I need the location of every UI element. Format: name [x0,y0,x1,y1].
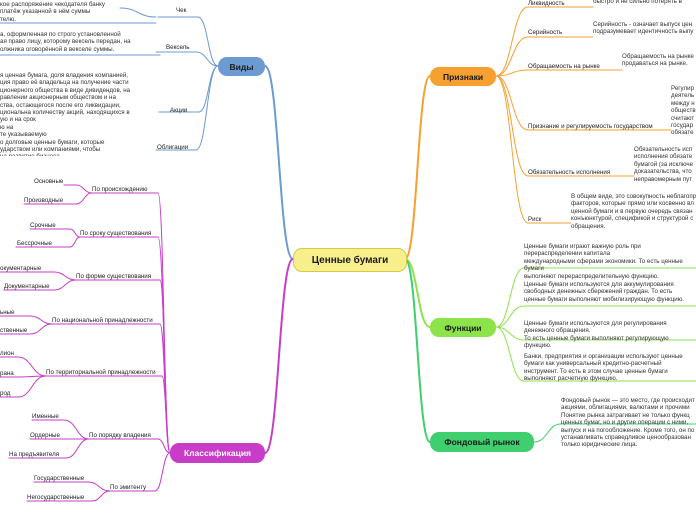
class-item-strana[interactable]: рана [0,370,14,377]
funkciya-pereraspredelitelnaya: Ценные бумаги играют важную роль при пер… [524,243,683,280]
edge-class-item [53,279,77,291]
edge-priznak [495,6,529,77]
edge-fond-text [533,423,562,443]
class-item-ordernye[interactable]: Ордерные [30,432,60,439]
edge-center-funkcii [404,258,431,328]
edge-class-item [75,192,93,205]
edge-center-priznaki [404,75,431,260]
class-item-na-predyavitelya[interactable]: На предъявителя [9,451,60,458]
edge-class-item [53,271,77,281]
edge-funkciya [495,267,525,328]
edge-class-item [63,419,90,440]
class-group-term[interactable]: По сроку существования [80,230,152,237]
edge-class-group [157,438,171,454]
edge-class-item [87,481,111,492]
edge-class-group [161,375,171,454]
class-item-nacionalnye[interactable]: ьные [0,309,15,316]
class-group-ownership[interactable]: По порядку владения [89,432,151,439]
priznak-obrashchaemost[interactable]: Обращаемость на рынке [528,63,600,70]
priznak-risk-desc: В общем виде, это совокупность неблагопр… [571,193,696,230]
edge-center-classification [264,258,294,454]
edge-funkciya [495,326,525,382]
edge-center-fond [404,258,431,443]
class-item-srochnye[interactable]: Срочные [30,222,56,229]
edge-class-group [159,279,171,454]
edge-priznak [495,69,529,77]
class-item-region[interactable]: лион [0,350,14,357]
vidy-text-chek: кое распоряжение чекодателя банку платёж… [0,1,105,23]
priznak-obrashchaemost-desc: Обращаемость на рынке продаваться на рын… [622,53,694,68]
class-item-inostrannye[interactable]: ственные [0,327,28,334]
branch-vidy[interactable]: Виды [218,57,265,76]
edge-funkciya [495,326,525,341]
edge-center-vidy [264,65,294,260]
edge-vidy-item [195,51,219,67]
class-group-issuer[interactable]: По эмитенту [110,484,147,491]
class-group-origin[interactable]: По происхождению [92,186,148,193]
class-item-bessrochnye[interactable]: Бессрочные [17,240,52,247]
priznak-likvidnost[interactable]: Ликвидность [528,0,565,7]
class-item-imennye[interactable]: Именные [32,413,59,420]
class-item-gorod[interactable]: род [0,390,11,397]
vidy-item-chek[interactable]: Чек [176,7,187,14]
class-item-osnovnye[interactable]: Основные [34,178,64,185]
edge-vidy-item [195,65,219,151]
edge-class-item [75,184,93,194]
class-item-negosudarstvennye[interactable]: Негосударственные [27,494,85,501]
edge-class-group [159,323,171,454]
priznak-priznanie[interactable]: Признание и регулируемость государством [528,123,653,130]
priznak-obyazatelnost[interactable]: Обязательность исполнения [528,169,611,176]
branch-priznaki[interactable]: Признаки [430,67,496,86]
fond-description: Фондовый рынок — это место, где происход… [561,397,695,449]
vidy-item-akcii[interactable]: Акции [170,107,188,114]
branch-classification[interactable]: Классификация [170,443,265,463]
funkciya-raschetnaya: Банки, предприятия и организации использ… [524,353,683,383]
class-item-gosudarstvennye[interactable]: Государственные [34,475,85,482]
funkciya-mobiliziruyushchaya: Ценные бумаги используются для аккумулир… [524,281,685,303]
branch-fondovyi-rynok[interactable]: Фондовый рынок [430,432,534,452]
branch-funkcii[interactable]: Функции [430,318,496,337]
vidy-item-veksel[interactable]: Вексель [166,44,190,51]
class-group-national[interactable]: По национальной принадлежности [52,317,153,324]
central-topic[interactable]: Ценные бумаги [293,248,407,272]
vidy-text-akcii-obligacii: я ценная бумага, доля владения компанией… [0,72,131,156]
edge-priznak [495,75,529,131]
priznak-risk[interactable]: Риск [528,216,542,223]
priznak-seriinost-desc: Серийность - означает выпуск цен подразу… [593,21,694,36]
class-item-proizvodnye[interactable]: Производные [24,197,64,204]
edge-funkciya [495,305,525,328]
class-item-dokumentarnye[interactable]: Документарные [4,283,50,290]
class-group-territorial[interactable]: По территориальной принадлежности [46,369,156,376]
edge-priznak [495,75,529,224]
edge-class-item [17,356,47,377]
edge-class-item [17,375,47,398]
priznak-likvidnost-desc: быстро и не сильно потерять в [593,0,682,5]
edge-priznak [495,75,529,177]
edge-class-item [69,236,81,248]
priznak-seriinost[interactable]: Серийность [528,29,563,36]
edge-vidy-item [198,65,219,113]
edge-priznak [495,36,529,77]
edge-class-item [69,228,81,238]
edge-class-item [91,490,111,502]
edge-class-item [65,438,90,459]
vidy-text-veksel: а, оформленная по строго установленной а… [0,31,131,53]
priznak-priznanie-desc: Регулир деятель между н обществ считают … [671,85,696,137]
edge-class-group [154,452,171,492]
funkciya-reguliruyushchaya: Ценные бумаги используются для регулиров… [524,320,669,350]
edge-vidy-text [119,7,157,18]
edge-vidy-item [197,16,219,67]
class-item-bezdokumentarnye[interactable]: окументарные [0,265,42,272]
edge-class-item [29,315,53,325]
priznak-obyazatelnost-desc: Обязательность исп исполнения обязате бу… [634,146,694,183]
vidy-item-obligacii[interactable]: Облигации [157,144,189,151]
class-group-form[interactable]: По форме существования [76,273,152,280]
edge-class-item [29,323,53,335]
